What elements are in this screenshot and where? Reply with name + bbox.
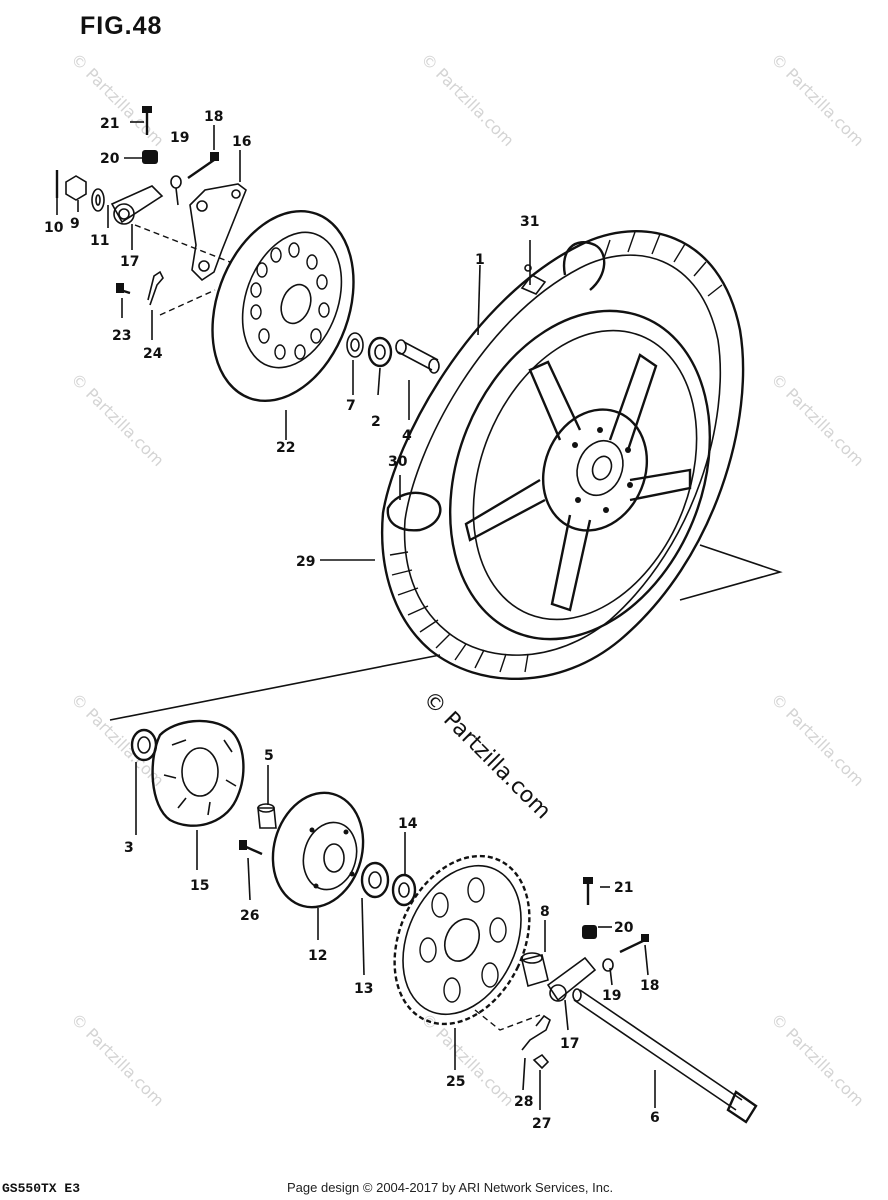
callout-25: 25	[446, 1074, 465, 1090]
callout-12: 12	[308, 948, 327, 964]
assembly-guides	[109, 224, 783, 1031]
callout-16: 16	[232, 134, 251, 150]
callout-28: 28	[514, 1094, 533, 1110]
adjuster-hardware-lower	[582, 877, 649, 972]
rear-sprocket	[393, 854, 531, 1026]
callout-15: 15	[190, 878, 209, 894]
leader-lines	[56, 121, 656, 1110]
callout-6: 6	[650, 1110, 660, 1126]
spacer-8	[521, 952, 549, 988]
callout-8: 8	[540, 904, 550, 920]
figure-title: FIG.48	[80, 12, 163, 40]
caliper-bracket-group	[55, 106, 247, 306]
callout-18: 18	[204, 109, 223, 125]
callout-4: 4	[402, 428, 412, 444]
watermark-text: © Partzilla.com	[417, 1009, 518, 1110]
rear-wheel	[381, 230, 745, 681]
callout-10: 10	[44, 220, 64, 236]
watermark-text: © Partzilla.com	[767, 1009, 868, 1110]
callout-18-lower: 18	[640, 978, 659, 994]
sprocket-carrier	[271, 791, 365, 909]
watermark-text: © Partzilla.com	[67, 369, 168, 470]
callout-2: 2	[371, 414, 381, 430]
cush-drive-rubber	[151, 719, 245, 827]
callout-30: 30	[388, 454, 408, 470]
callout-21-lower: 21	[614, 880, 633, 896]
callout-11: 11	[90, 233, 109, 249]
copyright-footer: Page design © 2004-2017 by ARI Network S…	[287, 1180, 614, 1195]
callout-13: 13	[354, 981, 373, 997]
callout-23: 23	[112, 328, 131, 344]
callout-31: 31	[520, 214, 539, 230]
watermark-text: © Partzilla.com	[767, 369, 868, 470]
watermark-text: © Partzilla.com	[767, 689, 868, 790]
watermark-text: © Partzilla.com	[67, 1009, 168, 1110]
spacer-5	[257, 803, 277, 829]
callout-1: 1	[475, 252, 485, 268]
callout-9: 9	[70, 216, 80, 232]
callout-7: 7	[346, 398, 356, 414]
watermark-center: © Partzilla.com	[418, 687, 556, 825]
callout-5: 5	[264, 748, 274, 764]
callout-19-lower: 19	[602, 988, 621, 1004]
rear-axle	[572, 988, 758, 1124]
callout-27: 27	[532, 1116, 551, 1132]
hub-bearing-left	[346, 332, 440, 374]
callout-19: 19	[170, 130, 189, 146]
callout-labels: 21 20 19 18 16 10 9 11 17 23 24 22 7 2 4…	[44, 109, 660, 1132]
callout-26: 26	[240, 908, 259, 924]
callout-20: 20	[100, 151, 120, 167]
callout-24: 24	[143, 346, 163, 362]
clip-and-nut	[521, 1014, 551, 1070]
chain-adjuster-lower	[546, 956, 597, 1002]
watermark-layer: © Partzilla.com © Partzilla.com © Partzi…	[67, 49, 868, 1110]
callout-22: 22	[276, 440, 295, 456]
watermark-text: © Partzilla.com	[67, 49, 168, 150]
callout-14: 14	[398, 816, 418, 832]
watermark-text: © Partzilla.com	[417, 49, 518, 150]
carrier-bearing	[360, 861, 417, 907]
callout-20-lower: 20	[614, 920, 634, 936]
callout-3: 3	[124, 840, 134, 856]
watermark-text: © Partzilla.com	[767, 49, 868, 150]
callout-29: 29	[296, 554, 315, 570]
callout-17: 17	[120, 254, 139, 270]
callout-17-lower: 17	[560, 1036, 579, 1052]
callout-21: 21	[100, 116, 119, 132]
brake-disc	[211, 209, 355, 403]
model-code: GS550TX E3	[2, 1181, 81, 1196]
